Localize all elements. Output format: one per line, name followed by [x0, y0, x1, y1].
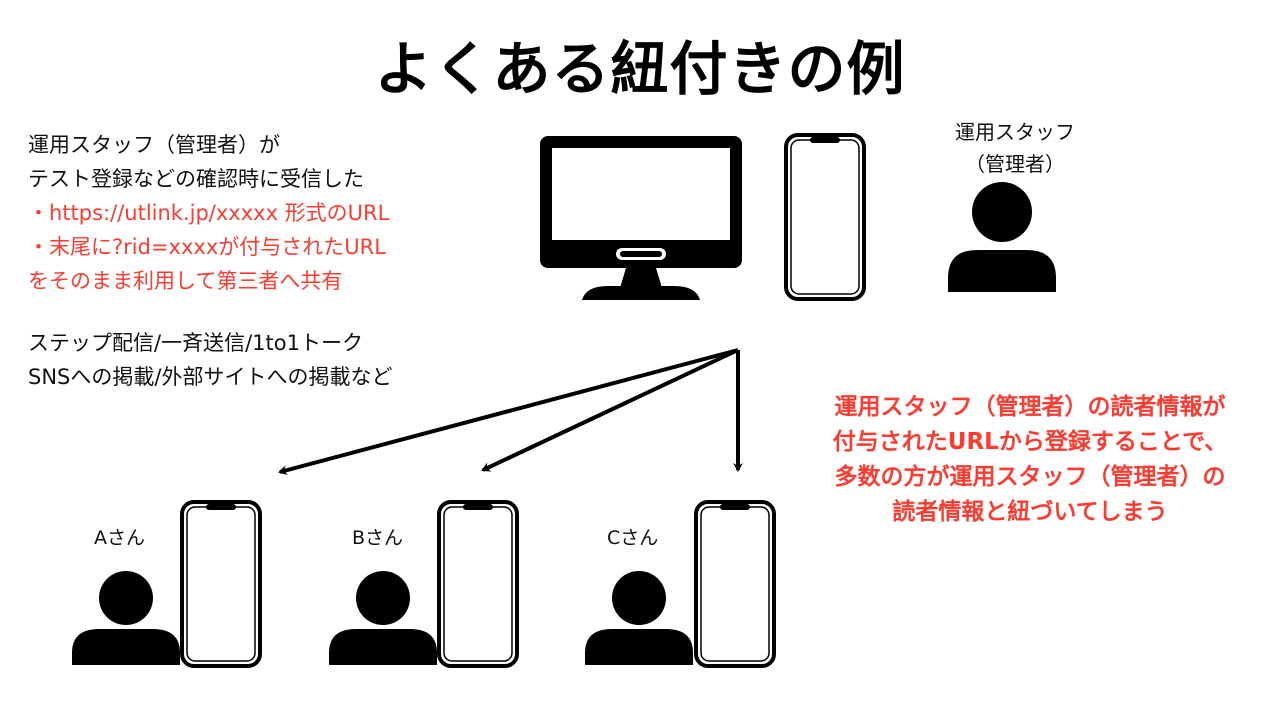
- warning-line-4: 読者情報と紐づいてしまう: [892, 499, 1168, 525]
- note-bullet-3: をそのまま利用して第三者へ共有: [28, 269, 343, 293]
- user-a-label: Aさん: [94, 527, 145, 549]
- channels-line-2: SNSへの掲載/外部サイトへの掲載など: [28, 365, 393, 389]
- warning-line-2: 付与されたURLから登録することで、: [832, 429, 1228, 455]
- channels-line-1: ステップ配信/一斉送信/1to1トーク: [28, 331, 363, 355]
- page-title: よくある紐付きの例: [374, 35, 906, 103]
- note-line-2: テスト登録などの確認時に受信した: [28, 167, 364, 191]
- user-b-label: Bさん: [352, 527, 404, 549]
- user-c-phone-icon: [694, 500, 776, 668]
- user-b-phone-icon: [437, 500, 519, 668]
- note-bullet-2: ・末尾に?rid=xxxxが付与されたURL: [28, 235, 386, 259]
- staff-person-icon: [948, 182, 1056, 292]
- user-b-person-icon: [329, 571, 437, 665]
- arrow-to-b: [481, 348, 739, 472]
- user-a-phone-icon: [180, 500, 262, 668]
- user-c-label: Cさん: [607, 527, 659, 549]
- note-line-1: 運用スタッフ（管理者）が: [28, 133, 280, 157]
- left-note: 運用スタッフ（管理者）が テスト登録などの確認時に受信した ・https://u…: [28, 128, 389, 298]
- arrow-to-a: [278, 348, 739, 476]
- staff-label: 運用スタッフ （管理者）: [910, 116, 1120, 180]
- staff-label-line-2: （管理者）: [965, 152, 1065, 176]
- channels-note: ステップ配信/一斉送信/1to1トーク SNSへの掲載/外部サイトへの掲載など: [28, 326, 392, 394]
- staff-phone-icon: [784, 133, 866, 301]
- warning-line-1: 運用スタッフ（管理者）の読者情報が: [834, 394, 1226, 420]
- user-a-person-icon: [72, 571, 180, 665]
- user-c-person-icon: [585, 571, 693, 665]
- monitor-icon: [540, 136, 742, 300]
- warning-text: 運用スタッフ（管理者）の読者情報が 付与されたURLから登録することで、 多数の…: [790, 390, 1270, 530]
- staff-label-line-1: 運用スタッフ: [955, 120, 1075, 144]
- note-bullet-1: ・https://utlink.jp/xxxxx 形式のURL: [28, 201, 390, 225]
- warning-line-3: 多数の方が運用スタッフ（管理者）の: [834, 464, 1226, 490]
